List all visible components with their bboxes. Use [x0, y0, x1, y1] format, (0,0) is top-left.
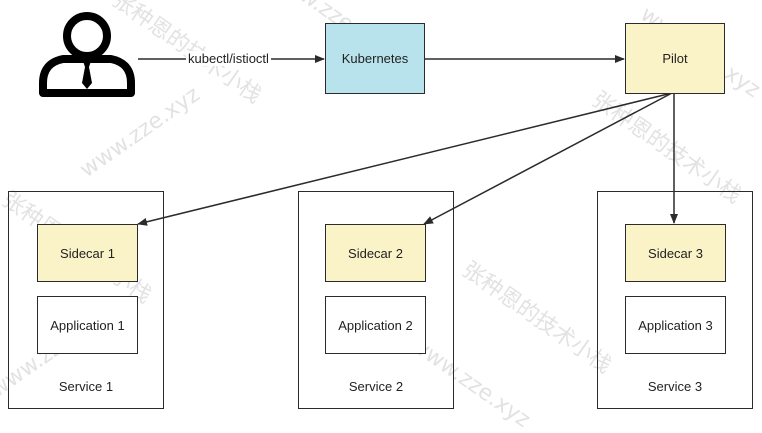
- sidecar-2-label: Sidecar 2: [348, 245, 403, 261]
- service-1-container: Service 1: [8, 191, 164, 409]
- arrow-pilot-to-sidecar-1: [137, 92, 673, 226]
- application-2-node: Application 2: [325, 296, 426, 354]
- sidecar-3-label: Sidecar 3: [648, 245, 703, 261]
- user-icon: [39, 12, 135, 97]
- sidecar-2-node: Sidecar 2: [325, 224, 426, 282]
- application-1-label: Application 1: [50, 317, 125, 333]
- pilot-label: Pilot: [662, 51, 688, 66]
- kubernetes-node: Kubernetes: [325, 23, 425, 94]
- application-3-node: Application 3: [625, 296, 726, 354]
- service-2-label: Service 2: [348, 379, 404, 394]
- pilot-node: Pilot: [625, 23, 725, 94]
- connector-layer: [137, 55, 678, 226]
- sidecar-1-label: Sidecar 1: [60, 245, 115, 261]
- service-2-container: Service 2: [298, 191, 454, 409]
- service-3-container: Service 3: [597, 191, 753, 409]
- sidecar-1-node: Sidecar 1: [37, 224, 138, 282]
- application-3-label: Application 3: [638, 317, 713, 333]
- application-2-label: Application 2: [338, 317, 413, 333]
- edge-label-kubectl: kubectl/istioctl: [186, 51, 271, 66]
- service-1-label: Service 1: [58, 379, 114, 394]
- sidecar-3-node: Sidecar 3: [625, 224, 726, 282]
- service-3-label: Service 3: [647, 379, 703, 394]
- application-1-node: Application 1: [37, 296, 138, 354]
- arrow-pilot-to-sidecar-2: [423, 92, 673, 225]
- kubernetes-label: Kubernetes: [341, 51, 409, 66]
